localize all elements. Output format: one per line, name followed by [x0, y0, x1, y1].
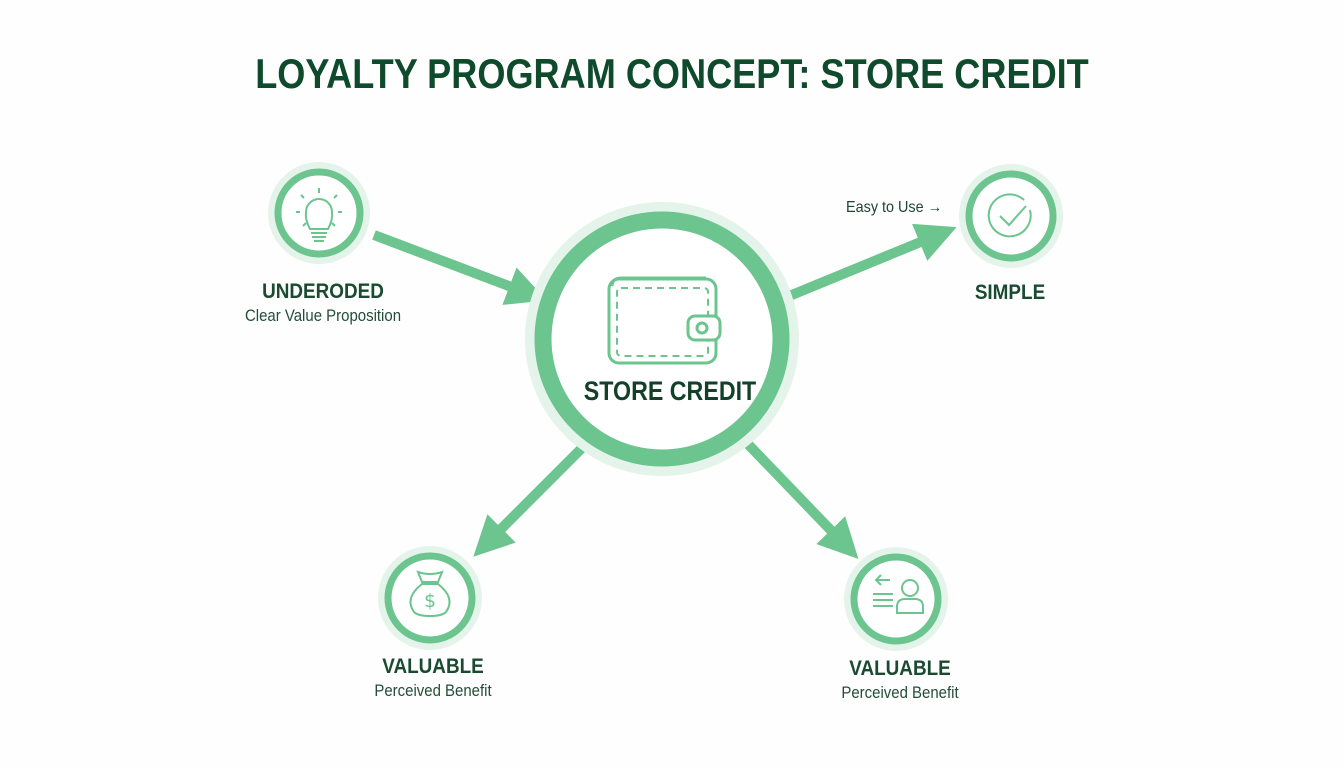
node-bottom-left: $: [378, 546, 482, 650]
node-top-left-label: UNDERODED Clear Value Proposition: [209, 280, 437, 326]
node-subtitle: Perceived Benefit: [841, 683, 959, 702]
node-top-right-label: SIMPLE: [940, 281, 1080, 305]
easy-to-use-annotation: Easy to Use →: [846, 199, 943, 216]
node-bottom-right-label: VALUABLE Perceived Benefit: [805, 657, 995, 703]
connector-arrows: [372, 223, 957, 559]
node-heading: SIMPLE: [974, 281, 1046, 304]
node-heading: UNDERODED: [262, 280, 384, 303]
node-top-left: [268, 162, 370, 264]
svg-text:$: $: [424, 590, 436, 612]
node-bottom-left-label: VALUABLE Perceived Benefit: [340, 655, 526, 701]
diagram-title: LOYALTY PROGRAM CONCEPT: STORE CREDIT: [255, 50, 1089, 97]
arrow-center-to-bottom-right: [740, 436, 859, 559]
lightbulb-icon: [296, 188, 342, 242]
user-transfer-icon: [873, 574, 924, 614]
node-heading: VALUABLE: [849, 657, 951, 680]
node-subtitle: Clear Value Proposition: [244, 306, 402, 325]
node-top-right: [959, 164, 1063, 268]
arrow-top-left-to-center: [372, 230, 547, 305]
node-bottom-right: [844, 547, 948, 651]
arrow-center-to-top-right: [780, 223, 957, 304]
money-bag-icon: $: [409, 570, 451, 618]
arrow-center-to-bottom-left: [473, 436, 594, 557]
wallet-icon: [607, 276, 722, 365]
node-heading: VALUABLE: [382, 655, 484, 678]
center-node-label: STORE CREDIT: [583, 376, 757, 406]
node-subtitle: Perceived Benefit: [374, 681, 492, 700]
check-circle-icon: [987, 193, 1032, 238]
center-node: [525, 202, 799, 476]
